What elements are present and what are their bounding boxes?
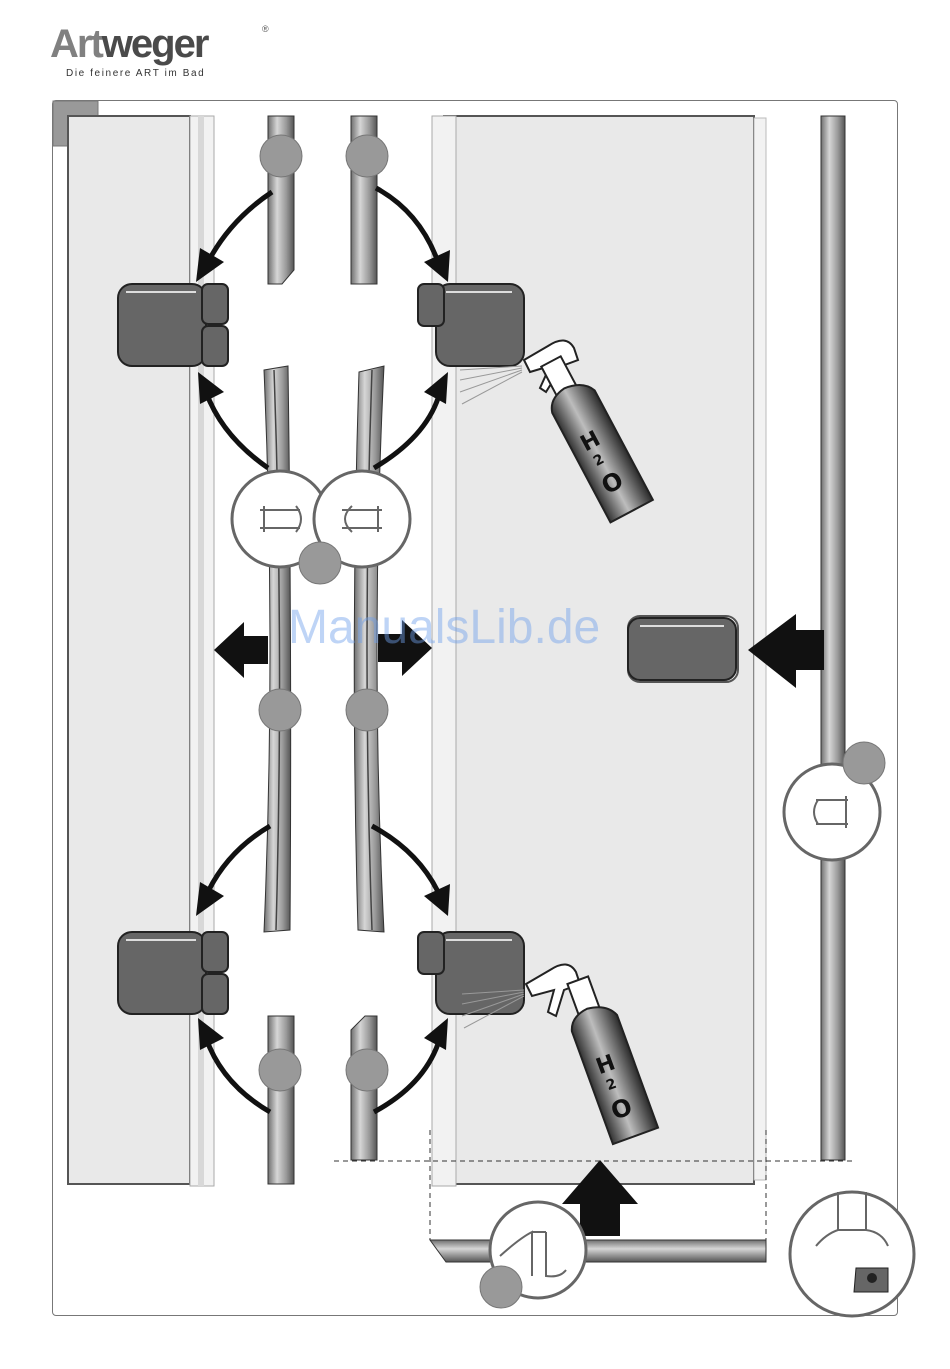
push-arrow-left [214, 622, 268, 678]
wall-bracket [628, 616, 738, 682]
hinge-bottom-left [118, 932, 228, 1014]
bottom-sweep-seal [430, 1240, 766, 1262]
left-glass-panel [68, 116, 190, 1184]
profile-detail-corner [790, 1192, 914, 1316]
watermark: ManualsLib.de [288, 600, 600, 655]
wall-profile-rod [821, 116, 845, 1160]
hinge-top-left [118, 284, 228, 366]
seal-piece-bottom-left [268, 1016, 294, 1184]
